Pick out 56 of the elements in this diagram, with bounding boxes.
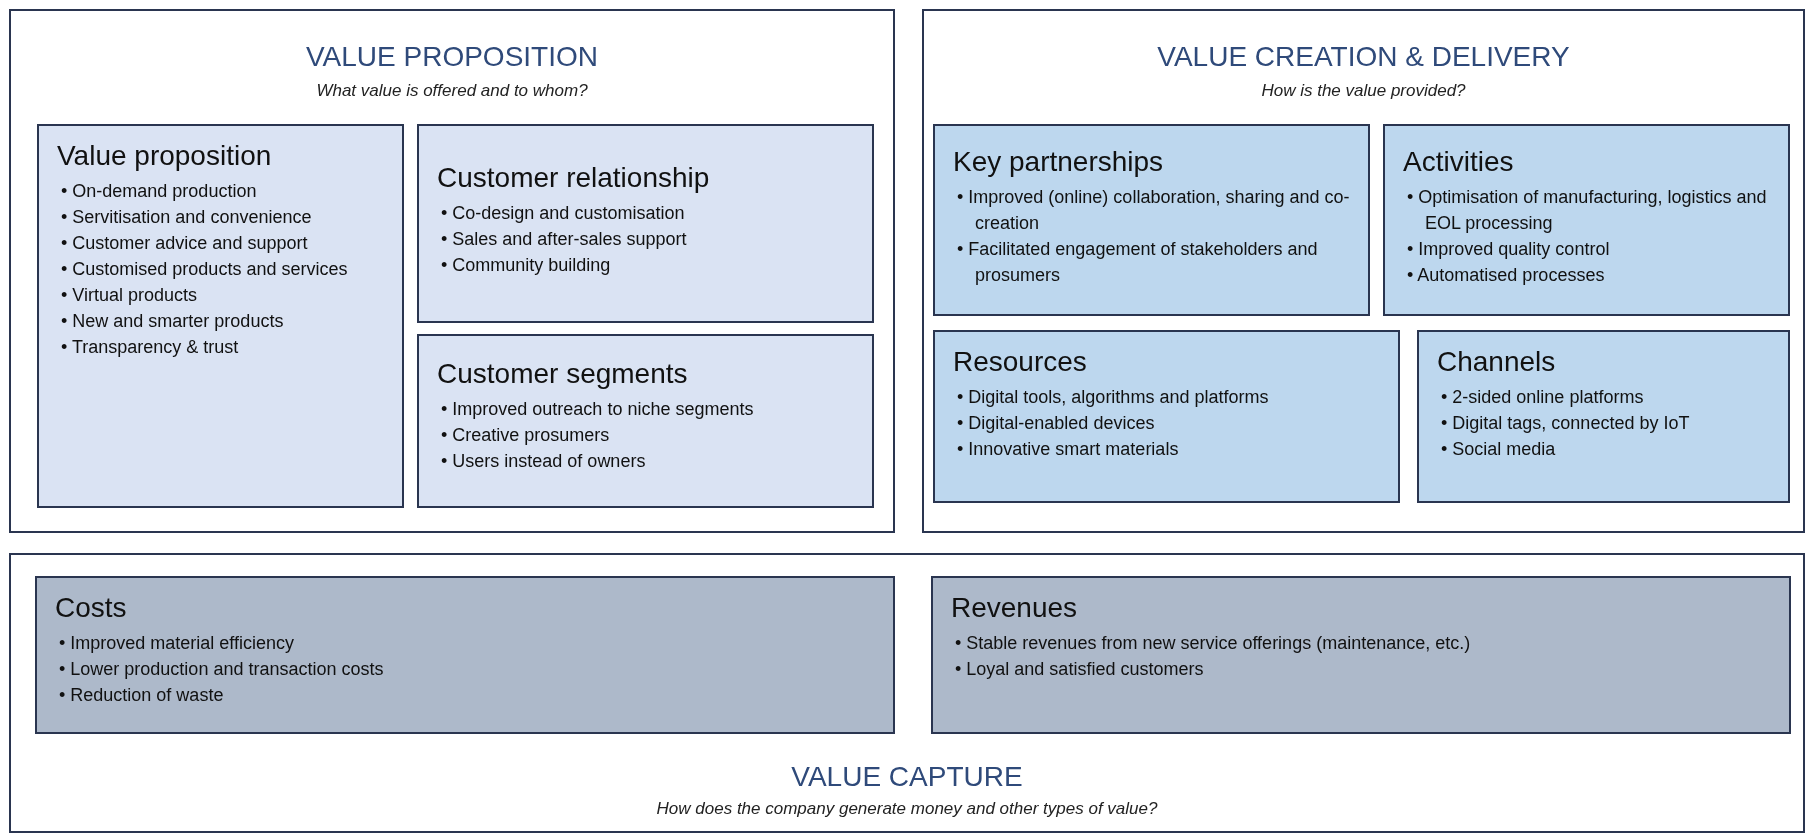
bullet-item: • On-demand production — [61, 180, 258, 203]
bullet-item: • Loyal and satisfied customers — [955, 658, 1205, 681]
bullet-item: • Virtual products — [61, 284, 199, 307]
bullet-item: • Creative prosumers — [441, 424, 611, 447]
bullet-item: • Customised products and services — [61, 258, 349, 281]
section-heading: Channels — [1437, 346, 1556, 378]
bullet-item: • Transparency & trust — [61, 336, 240, 359]
canvas-block — [35, 576, 895, 734]
bullet-item: • Sales and after-sales support — [441, 228, 688, 251]
panel-title: VALUE CAPTURE — [790, 761, 1024, 793]
panel-subtitle: How does the company generate money and other types of value? — [655, 799, 1159, 819]
section-heading: Customer segments — [437, 358, 688, 390]
panel-title: VALUE PROPOSITION — [305, 41, 599, 73]
section-heading: Value proposition — [57, 140, 272, 172]
bullet-item: • Digital-enabled devices — [957, 412, 1156, 435]
bullet-item: • Servitisation and convenience — [61, 206, 313, 229]
panel-subtitle: How is the value provided? — [1260, 81, 1467, 101]
bullet-item: • Co-design and customisation — [441, 202, 686, 225]
section-panel — [9, 9, 895, 533]
bullet-item: • Innovative smart materials — [957, 438, 1180, 461]
bullet-item: • Automatised processes — [1407, 264, 1606, 287]
section-panel — [9, 553, 1805, 833]
canvas-block — [933, 124, 1370, 316]
panel-subtitle: What value is offered and to whom? — [315, 81, 589, 101]
canvas-block — [417, 124, 874, 323]
canvas-block — [931, 576, 1791, 734]
section-heading: Activities — [1403, 146, 1514, 178]
section-heading: Customer relationship — [437, 162, 710, 194]
canvas-block — [1417, 330, 1790, 503]
bullet-item: • Users instead of owners — [441, 450, 647, 473]
canvas-block — [1383, 124, 1790, 316]
bullet-item: • Digital tools, algorithms and platforms — [957, 386, 1270, 409]
bullet-item: • Digital tags, connected by IoT — [1441, 412, 1691, 435]
bullet-item: • Improved material efficiency — [59, 632, 296, 655]
canvas-block — [37, 124, 404, 508]
bullet-item: • Improved outreach to niche segments — [441, 398, 755, 421]
bullet-item: • Improved quality control — [1407, 238, 1611, 261]
bullet-item: • New and smarter products — [61, 310, 285, 333]
panel-title: VALUE CREATION & DELIVERY — [1156, 41, 1571, 73]
bullet-item: • Reduction of waste — [59, 684, 225, 707]
section-heading: Resources — [953, 346, 1087, 378]
section-heading: Key partnerships — [953, 146, 1164, 178]
canvas-block — [933, 330, 1400, 503]
bullet-item: • Optimisation of manufacturing, logistics and EOL processing — [1407, 186, 1768, 235]
canvas-block — [417, 334, 874, 508]
bullet-item: • Facilitated engagement of stakeholders and prosumers — [957, 238, 1319, 287]
bullet-item: • Social media — [1441, 438, 1557, 461]
section-heading: Costs — [55, 592, 127, 624]
bullet-item: • Community building — [441, 254, 612, 277]
bullet-item: • Stable revenues from new service offerings (maintenance, etc.) — [955, 632, 1472, 655]
section-panel — [922, 9, 1805, 533]
bullet-item: • Lower production and transaction costs — [59, 658, 385, 681]
bullet-item: • Customer advice and support — [61, 232, 309, 255]
bullet-item: • 2-sided online platforms — [1441, 386, 1645, 409]
bullet-item: • Improved (online) collaboration, sharing and co-creation — [957, 186, 1351, 235]
section-heading: Revenues — [951, 592, 1078, 624]
